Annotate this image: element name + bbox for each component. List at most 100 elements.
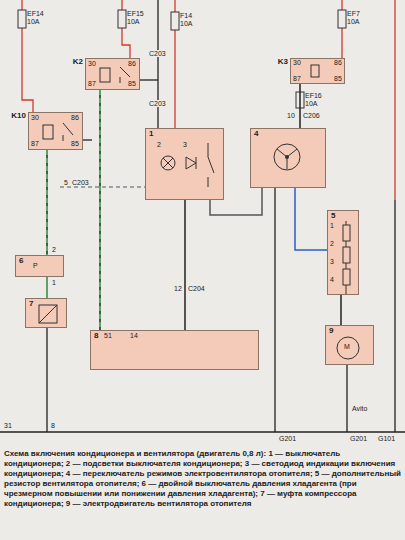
fuse-symbol [118, 10, 126, 28]
wire-stripe [99, 90, 101, 330]
wire-connector [46, 277, 48, 298]
fuse-symbol [338, 10, 346, 28]
symbol-stroke [311, 65, 319, 77]
wire-label: G101 [378, 435, 395, 442]
wire-label: 30 [88, 60, 96, 67]
ground-wire [274, 188, 275, 432]
wire-label: 87 [31, 140, 39, 147]
signal-wire [83, 139, 92, 140]
symbol-stroke [285, 155, 289, 159]
wire-label: C204 [188, 285, 205, 292]
symbol-stroke [274, 144, 300, 170]
wire-label: 1 [330, 222, 334, 229]
pressure-switch: 6 [15, 255, 64, 277]
wire-connector [299, 84, 301, 128]
wire-label: C206 [303, 112, 320, 119]
callout-number: 4 [251, 129, 325, 140]
component-symbol [146, 129, 223, 199]
wire-label: Avito [352, 405, 367, 412]
symbol-stroke [343, 269, 350, 285]
wire-stripe [46, 150, 48, 255]
ground-wire [346, 365, 347, 432]
wire-label: 30 [31, 114, 39, 121]
wire-label: 86 [71, 114, 79, 121]
fuse-symbol [171, 12, 179, 30]
symbol-stroke [186, 157, 196, 169]
wire-label: 8 [51, 422, 55, 429]
wire-label: G201 [350, 435, 367, 442]
wire-label: 12 [174, 285, 182, 292]
callout-number: 9 [326, 326, 373, 337]
wire-label: 87 [88, 80, 96, 87]
symbol-stroke [161, 156, 175, 170]
wire-label: 3 [330, 258, 334, 265]
relay-label: K3 [278, 58, 288, 67]
wire-connector [184, 200, 186, 330]
fan-mode-switch: 4 [250, 128, 326, 188]
symbol-stroke [208, 143, 214, 187]
compressor-clutch: 7 [25, 298, 67, 328]
wire-label: EF15 [127, 10, 144, 17]
wire-label: 10A [305, 100, 317, 107]
wire-label: 85 [128, 80, 136, 87]
ground-bus [0, 431, 405, 433]
wire-label: 85 [334, 75, 342, 82]
wire-label: C203 [148, 100, 167, 107]
callout-number: 5 [328, 211, 358, 222]
wire-label: 14 [130, 332, 138, 339]
wire-label: 30 [293, 59, 301, 66]
symbol-stroke [39, 305, 57, 323]
wire-label: C203 [72, 179, 89, 186]
wire-label: F14 [180, 12, 192, 19]
wire-label: 4 [330, 276, 334, 283]
symbol-stroke [346, 221, 347, 294]
wire-label: 2 [52, 246, 56, 253]
wire-label: 85 [71, 140, 79, 147]
wire-connector [295, 188, 327, 250]
wire-label: EF16 [305, 92, 322, 99]
wire-label: G201 [279, 435, 296, 442]
symbol-stroke [343, 225, 350, 241]
wire-label: 10A [180, 20, 192, 27]
signal-wire [140, 79, 158, 80]
supply-wire [394, 0, 395, 200]
control-unit: 8 [90, 330, 259, 370]
wire-label: 10A [27, 18, 39, 25]
component-symbol [251, 129, 325, 187]
supply-wire [341, 0, 342, 58]
wire-label: 1 [52, 279, 56, 286]
ground-wire [46, 328, 47, 432]
wire-label: EF14 [27, 10, 44, 17]
wire-connector [99, 90, 101, 330]
wire-label: M [344, 343, 350, 350]
symbol-stroke [277, 149, 297, 169]
symbol-stroke [343, 247, 350, 263]
relay-label: K2 [73, 58, 83, 67]
relay-label: K10 [11, 112, 26, 121]
callout-number: 6 [16, 256, 63, 267]
symbol-stroke [43, 125, 53, 139]
wire-label: 3 [183, 141, 187, 148]
wire-label: C203 [148, 50, 167, 57]
connector-line [60, 186, 145, 187]
callout-number: 1 [146, 129, 223, 140]
wire-label: 51 [104, 332, 112, 339]
callout-number: 7 [26, 299, 66, 310]
wire-label: P [33, 262, 38, 269]
wire-label: 5 [64, 179, 68, 186]
wire-label: 2 [157, 141, 161, 148]
wire-label: 10A [127, 18, 139, 25]
wire-label: 31 [4, 422, 12, 429]
wire-label: 86 [334, 59, 342, 66]
wire-label: EF7 [347, 10, 360, 17]
symbol-stroke [39, 305, 57, 323]
wire-label: 86 [128, 60, 136, 67]
caption: Схема включения кондиционера и вентилято… [4, 449, 401, 509]
wire-label: 10 [287, 112, 295, 119]
wire-connector [340, 295, 342, 325]
ac-switch: 1 [145, 128, 224, 200]
wire-label: 87 [293, 75, 301, 82]
symbol-stroke [63, 123, 73, 141]
callout-number: 8 [91, 331, 258, 342]
